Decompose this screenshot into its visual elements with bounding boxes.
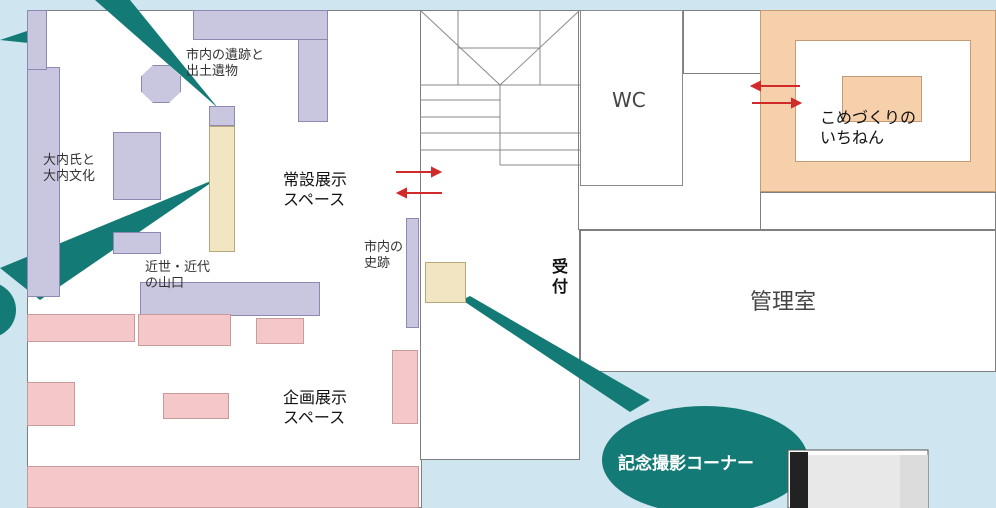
label-city-sites: 市内の 史跡 <box>364 240 404 272</box>
stair-hall <box>420 10 580 450</box>
wc-room <box>580 10 683 186</box>
case-pink-1 <box>27 314 135 342</box>
label-special: 企画展示 スペース <box>283 388 348 427</box>
case-pink-bottom <box>27 466 419 508</box>
case-city-sites <box>406 218 419 328</box>
case-pink-6 <box>392 350 418 424</box>
case-left-wall <box>27 67 60 297</box>
case-center-block <box>113 132 161 200</box>
case-small-lower <box>113 232 161 254</box>
label-permanent: 常設展示 スペース <box>283 170 348 209</box>
label-ouchi: 大内氏と 大内文化 <box>43 153 96 185</box>
office-room <box>580 230 996 372</box>
label-modern: 近世・近代 の山口 <box>145 260 211 292</box>
label-photo-corner: 記念撮影コーナー <box>618 454 754 474</box>
komezukuri-display <box>842 76 922 122</box>
label-wc: WC <box>612 88 646 112</box>
upper-corridor-box <box>683 10 761 74</box>
case-pink-3 <box>256 318 304 344</box>
case-cream-tall <box>209 126 235 252</box>
label-local-ruins: 市内の遺跡と 出土遺物 <box>186 48 265 80</box>
label-komezukuri: こめづくりの いちねん <box>820 108 917 147</box>
case-small-top <box>209 106 235 126</box>
case-pink-2 <box>138 314 231 346</box>
case-top-left <box>27 10 47 70</box>
case-pink-5 <box>163 393 229 419</box>
case-pink-4 <box>27 382 75 426</box>
label-reception: 受 付 <box>552 257 569 296</box>
photo-spot-marker <box>425 262 466 303</box>
right-mid-strip <box>760 192 996 230</box>
lower-corridor <box>420 440 580 460</box>
case-octagon <box>141 65 181 103</box>
case-top-horizontal <box>193 10 328 40</box>
label-office: 管理室 <box>750 290 817 315</box>
